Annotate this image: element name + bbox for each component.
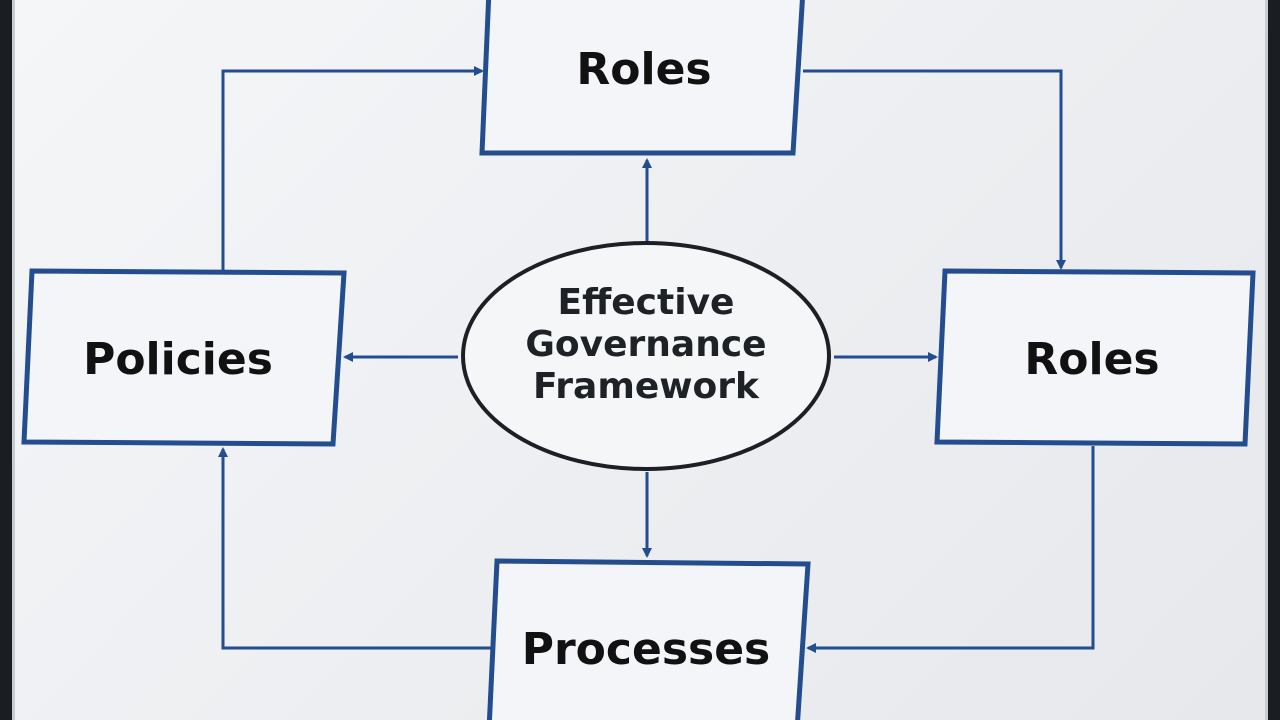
arrow-policies-to-roles-top: [221, 66, 484, 270]
node-processes-box: [486, 558, 811, 720]
center-label-line-3: Framework: [533, 366, 760, 407]
center-ellipse: [461, 241, 831, 471]
node-roles-top-box: [479, 0, 805, 156]
node-processes-label: Processes: [522, 624, 771, 675]
node-policies: Policies: [21, 268, 347, 447]
node-processes: Processes: [486, 558, 811, 720]
node-roles-top: Roles: [479, 0, 805, 156]
arrow-roles-top-to-roles-right: [803, 69, 1066, 270]
center-label-line-2: Governance: [525, 324, 766, 365]
node-roles-right-label: Roles: [1024, 334, 1159, 385]
node-roles-right: Roles: [934, 268, 1256, 447]
center-label-line-1: Effective: [558, 282, 735, 323]
node-roles-top-label: Roles: [576, 44, 711, 95]
connectors: [218, 66, 1095, 653]
node-policies-box: [21, 268, 347, 447]
center-node: Effective Governance Framework: [461, 241, 831, 471]
arrow-roles-right-to-processes: [806, 446, 1095, 653]
node-roles-right-box: [934, 268, 1256, 447]
node-policies-label: Policies: [83, 334, 273, 385]
arrow-processes-to-policies: [218, 447, 492, 650]
